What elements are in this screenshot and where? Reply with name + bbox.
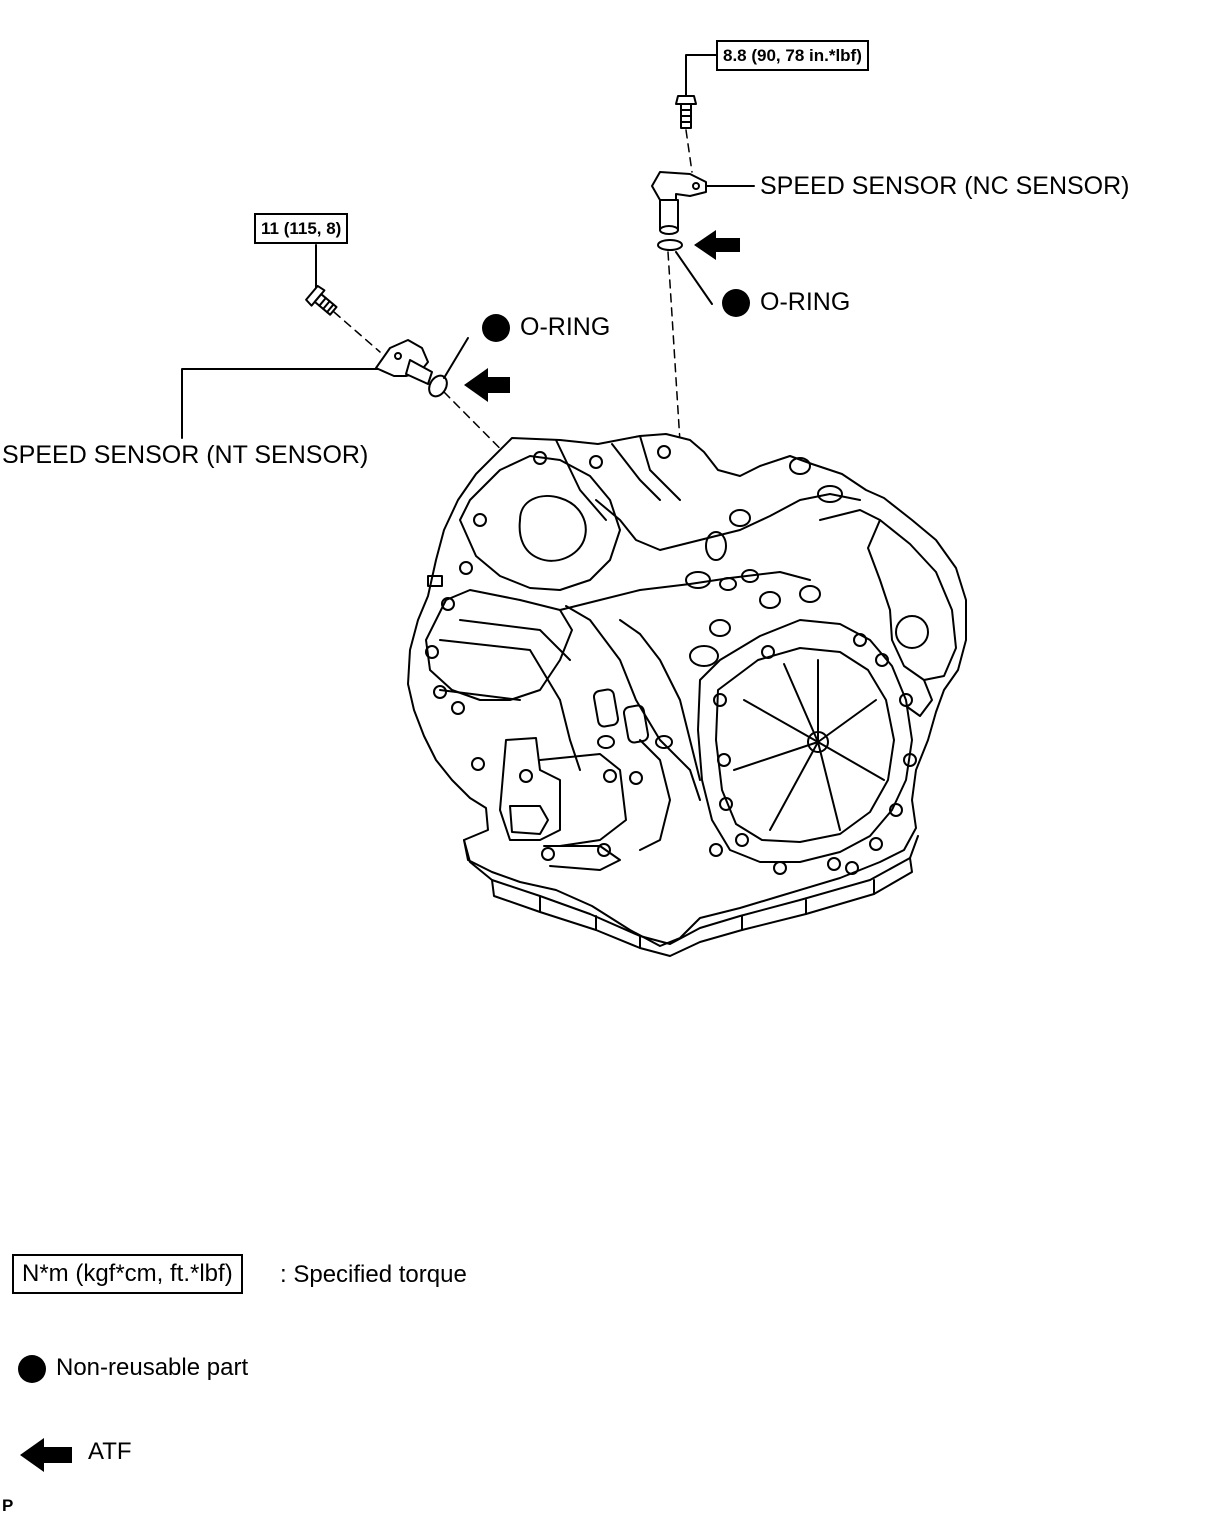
nc-bolt-icon bbox=[675, 95, 697, 129]
nc-atf-arrow-icon bbox=[694, 230, 740, 260]
nt-sensor-leader bbox=[181, 368, 381, 439]
nt-torque-spec: 11 (115, 8) bbox=[254, 213, 349, 244]
nc-speed-sensor-icon bbox=[651, 171, 707, 235]
nt-o-ring-label: O-RING bbox=[520, 313, 611, 341]
nc-o-ring-icon bbox=[657, 239, 683, 251]
legend-torque-desc: : Specified torque bbox=[280, 1261, 467, 1288]
legend-torque-unit: N*m (kgf*cm, ft.*lbf) bbox=[12, 1254, 243, 1294]
nt-speed-sensor-icon bbox=[375, 339, 433, 385]
nc-torque-leader bbox=[685, 54, 717, 99]
nt-speed-sensor-label: SPEED SENSOR (NT SENSOR) bbox=[2, 441, 369, 469]
legend-non-reusable-desc: Non-reusable part bbox=[56, 1354, 249, 1381]
nt-oring-leader bbox=[443, 337, 469, 379]
nc-o-ring-label: O-RING bbox=[760, 288, 851, 316]
nt-atf-arrow-icon bbox=[464, 368, 510, 402]
transmission-assembly bbox=[407, 433, 967, 957]
legend-non-reusable-icon bbox=[18, 1355, 46, 1383]
nt-o-ring-icon bbox=[428, 374, 448, 398]
nc-non-reusable-icon bbox=[722, 289, 750, 317]
figure-code: P bbox=[2, 1496, 14, 1515]
nc-torque-spec: 8.8 (90, 78 in.*lbf) bbox=[716, 40, 869, 71]
nc-speed-sensor-label: SPEED SENSOR (NC SENSOR) bbox=[760, 172, 1130, 200]
legend-atf-arrow-icon bbox=[20, 1438, 72, 1472]
legend-atf-desc: ATF bbox=[88, 1438, 132, 1465]
nc-oring-leader bbox=[675, 251, 713, 305]
nt-non-reusable-icon bbox=[482, 314, 510, 342]
nt-bolt-icon bbox=[305, 284, 338, 316]
